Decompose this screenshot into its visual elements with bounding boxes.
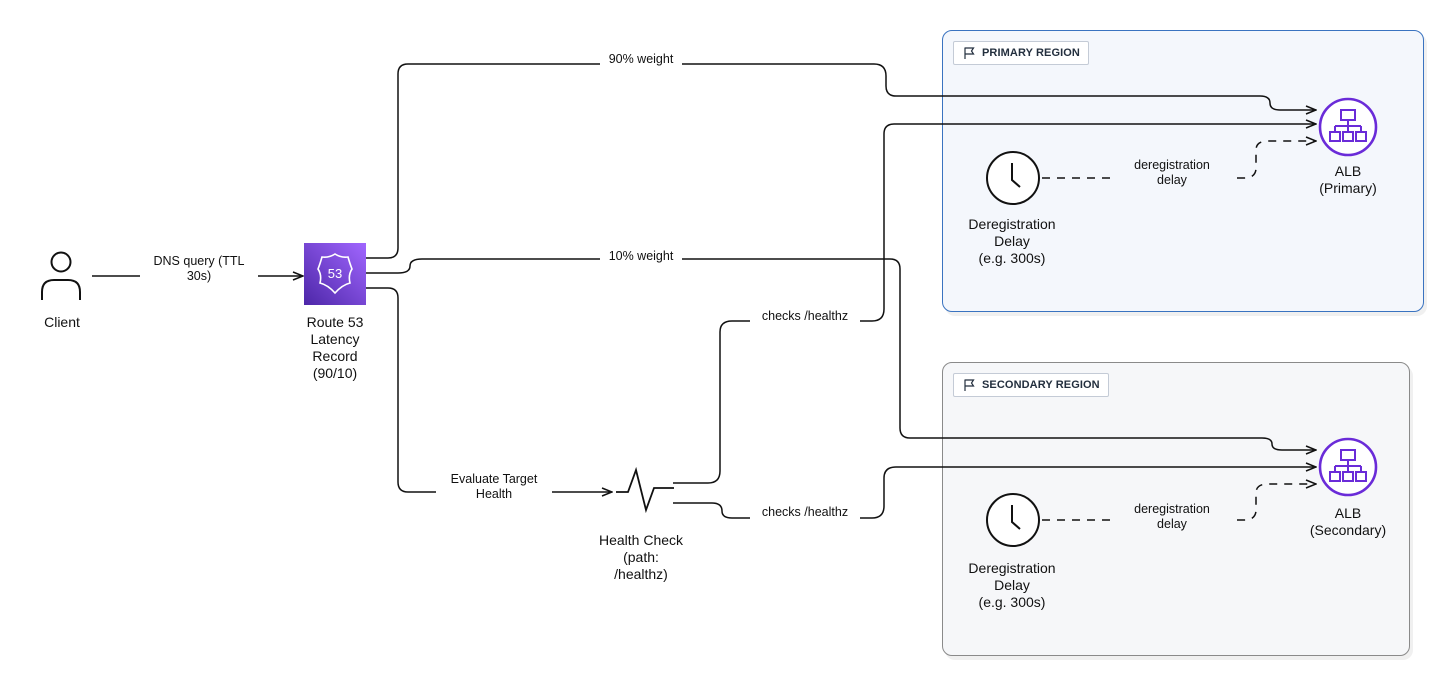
client-label: Client xyxy=(44,314,80,330)
dns-query-label: DNS query (TTL 30s) xyxy=(140,254,258,284)
health-check-label: Health Check (path: /healthz) xyxy=(598,532,684,582)
edge-dereg-primary xyxy=(1042,141,1316,179)
clock-icon xyxy=(986,493,1040,547)
weight-10-label: 10% weight xyxy=(600,249,682,264)
flag-icon xyxy=(964,379,975,391)
load-balancer-icon xyxy=(1318,97,1378,157)
edge-checks-secondary xyxy=(673,467,1316,519)
user-icon xyxy=(41,251,81,300)
flag-icon xyxy=(964,47,975,59)
secondary-region-label: SECONDARY REGION xyxy=(982,379,1100,391)
clock-icon xyxy=(986,151,1040,205)
secondary-region-tag: SECONDARY REGION xyxy=(953,373,1109,397)
load-balancer-icon xyxy=(1318,437,1378,497)
primary-region-tag: PRIMARY REGION xyxy=(953,41,1089,65)
route53-badge: 53 xyxy=(328,266,342,281)
route53-label: Route 53 Latency Record (90/10) xyxy=(306,314,364,381)
dereg-delay-primary-label: deregistration delay xyxy=(1110,158,1234,188)
edge-dereg-secondary xyxy=(1042,484,1316,521)
checks-primary-label: checks /healthz xyxy=(750,309,860,324)
dereg-delay-secondary-label: deregistration delay xyxy=(1110,502,1234,532)
edge-evaluate-health xyxy=(366,287,612,492)
alb-primary-label: ALB (Primary) xyxy=(1319,163,1377,196)
checks-secondary-label: checks /healthz xyxy=(750,505,860,520)
edge-weight-10 xyxy=(366,258,1316,450)
evaluate-health-label: Evaluate Target Health xyxy=(436,472,552,502)
dereg-secondary-label: Deregistration Delay (e.g. 300s) xyxy=(968,560,1056,610)
edge-weight-90 xyxy=(366,63,1316,259)
alb-secondary-label: ALB (Secondary) xyxy=(1309,505,1387,538)
heartbeat-icon xyxy=(616,466,674,514)
route53-shield-icon: 53 xyxy=(304,243,366,305)
dereg-primary-label: Deregistration Delay (e.g. 300s) xyxy=(968,216,1056,266)
weight-90-label: 90% weight xyxy=(600,52,682,67)
primary-region-label: PRIMARY REGION xyxy=(982,47,1080,59)
